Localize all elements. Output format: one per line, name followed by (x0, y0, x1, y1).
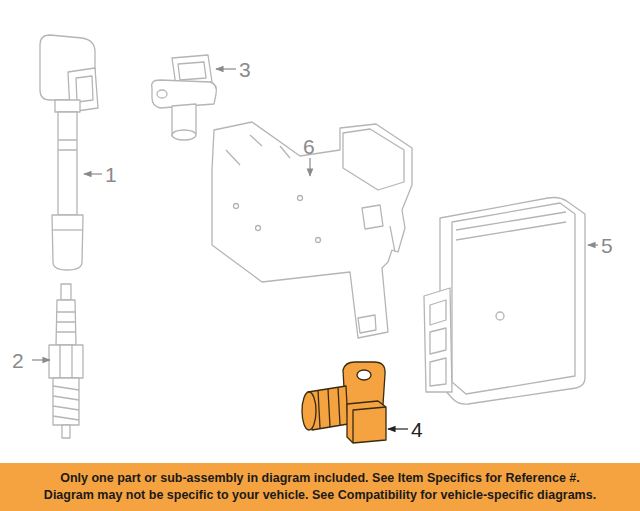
coil-shaft (58, 112, 77, 215)
grey-parts (40, 35, 585, 438)
sensor-socket (178, 62, 206, 80)
plug-thread-line (53, 386, 79, 420)
coil-collar (55, 100, 80, 112)
ecu-lid (452, 203, 575, 394)
callout-number: 4 (411, 419, 423, 440)
ecu-bracket (212, 122, 412, 338)
bracket-hole (256, 226, 261, 231)
bracket-hole (298, 196, 303, 201)
cam-sensor (152, 55, 217, 140)
connector-edge (353, 407, 386, 443)
coil-rib (53, 229, 82, 230)
callout-number: 2 (12, 350, 24, 371)
bracket-plate (212, 122, 412, 338)
leader-line (309, 158, 310, 176)
sensor-flange (152, 80, 217, 108)
notice-band: Only one part or sub-assembly in diagram… (0, 463, 640, 511)
spark-plug (49, 284, 83, 438)
coil-boot (52, 215, 83, 270)
coil-rib (58, 140, 77, 150)
ecu-socket (430, 300, 446, 386)
plug-hex-edge (60, 345, 72, 378)
bracket-slot (362, 205, 383, 229)
coil-connector-pins (76, 76, 93, 102)
mount-hole (357, 370, 371, 380)
ecu-screw (496, 312, 504, 320)
leader-line (32, 359, 50, 360)
bracket-hole (316, 238, 321, 243)
plug-rib (57, 312, 75, 332)
sensor-tip (172, 130, 196, 140)
leader-line (84, 173, 102, 174)
plug-insulator (56, 300, 76, 345)
bracket-foot (358, 315, 376, 333)
leader-line (388, 428, 408, 429)
engine-control-module (424, 198, 585, 405)
ecu-connector (424, 288, 452, 392)
callout-number: 1 (105, 164, 117, 185)
plug-hex (49, 345, 83, 378)
highlighted-sensor (302, 362, 386, 443)
leader-line (216, 68, 236, 69)
plug-thread (53, 378, 79, 425)
ignition-coil (40, 35, 98, 270)
mount-hole (157, 90, 167, 98)
plug-terminal (61, 284, 71, 300)
callout-number: 6 (303, 136, 315, 157)
sensor-rib (318, 387, 340, 428)
sensor-connector (347, 401, 386, 443)
ecu-rib (456, 212, 566, 240)
ecu-case (440, 198, 585, 405)
leader-line (588, 244, 598, 245)
plug-electrode (62, 425, 70, 438)
notice-text: Only one part or sub-assembly in diagram… (60, 470, 580, 487)
bracket-hole (234, 204, 239, 209)
sensor-tip (302, 392, 316, 430)
leader-lines (32, 69, 598, 429)
notice-text: Diagram may not be specific to your vehi… (44, 487, 596, 504)
callout-number: 5 (601, 235, 613, 256)
callout-number: 3 (239, 59, 251, 80)
bracket-tab (343, 129, 404, 190)
